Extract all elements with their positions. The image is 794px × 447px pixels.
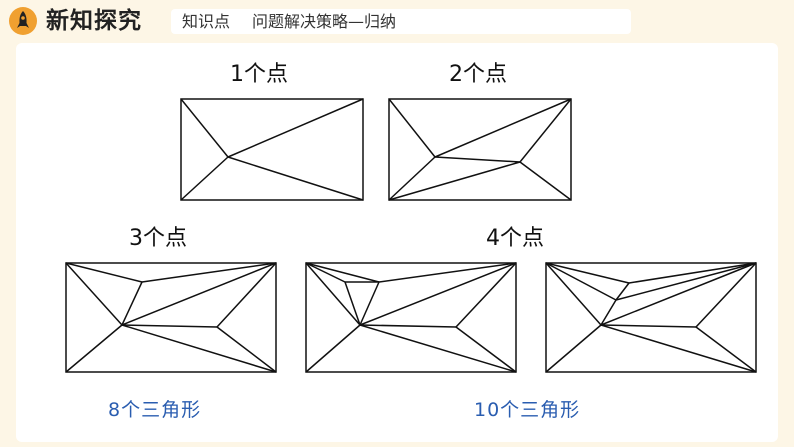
label-three-points: 3个点 [129, 226, 187, 251]
figure-two-points [388, 98, 572, 201]
result-three-points: 8个三角形 [108, 399, 202, 421]
label-four-points: 4个点 [486, 226, 544, 251]
section-title: 新知探究 [46, 8, 142, 34]
figure-one-point [180, 98, 364, 201]
knowledge-text: 问题解决策略—归纳 [252, 12, 397, 31]
result-four-points: 10个三角形 [474, 399, 581, 421]
knowledge-label: 知识点 [182, 12, 231, 31]
rocket-icon [9, 7, 37, 35]
knowledge-point-box: 知识点 问题解决策略—归纳 [171, 9, 631, 34]
label-one-point: 1个点 [230, 62, 288, 87]
figure-four-points-a [305, 262, 517, 373]
figure-three-points [65, 262, 277, 373]
header-bar: 新知探究 知识点 问题解决策略—归纳 [0, 0, 794, 40]
label-two-points: 2个点 [449, 62, 507, 87]
figure-four-points-b [545, 262, 757, 373]
